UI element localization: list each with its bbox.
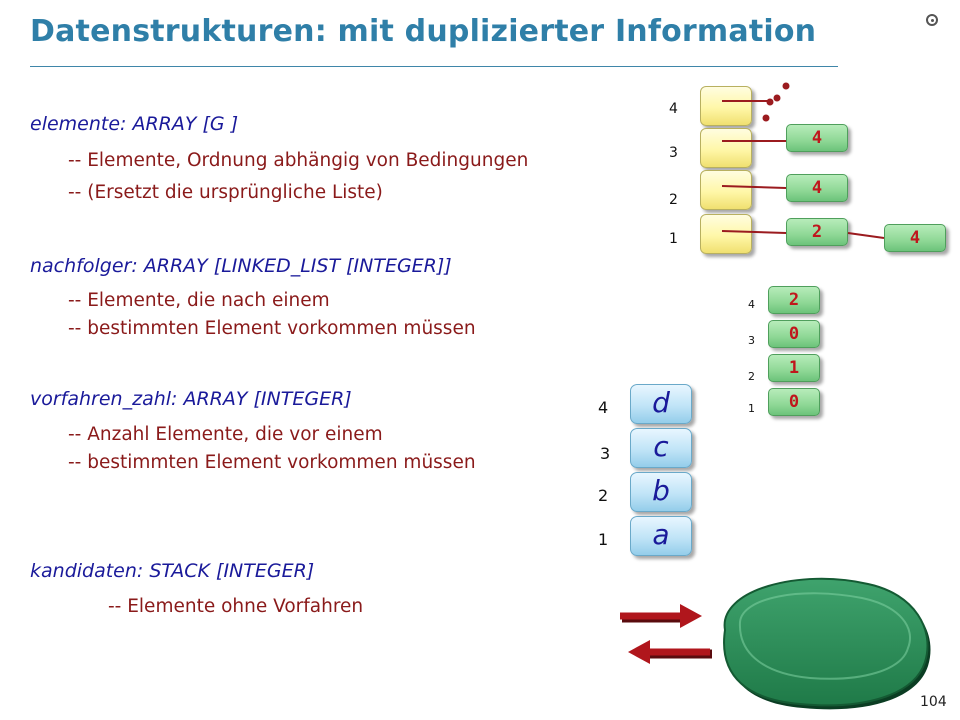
vorfahren-index-4: 4 — [748, 298, 755, 311]
void-dot-2 — [773, 94, 781, 102]
vorfahren-cell-1: 0 — [768, 388, 820, 416]
nachfolger-index-1: 1 — [669, 231, 678, 247]
stack-blob — [723, 577, 929, 707]
vorfahren-zahl-comment-2: -- bestimmten Element vorkommen müssen — [68, 452, 476, 473]
vorfahren-index-2: 2 — [748, 370, 755, 383]
nachfolger-index-3: 3 — [669, 145, 678, 161]
push-arrow-head-icon — [680, 604, 702, 628]
void-dot-4 — [762, 114, 770, 122]
nachfolger-index-2: 2 — [669, 192, 678, 208]
nachfolger-cell-4 — [700, 86, 752, 126]
pointer-line-1 — [721, 230, 787, 234]
vorfahren-cell-4: 2 — [768, 286, 820, 314]
nachfolger-cell-1 — [700, 214, 752, 254]
pointer-line-list — [847, 232, 885, 239]
elemente-index-2: 2 — [598, 486, 609, 505]
nachfolger-list-1-node-1: 2 — [786, 218, 848, 246]
nachfolger-comment-2: -- bestimmten Element vorkommen müssen — [68, 318, 476, 339]
elemente-comment-2: -- (Ersetzt die ursprüngliche Liste) — [68, 182, 383, 203]
nachfolger-comment-1: -- Elemente, die nach einem — [68, 290, 330, 311]
kandidaten-comment-1: -- Elemente ohne Vorfahren — [108, 596, 364, 617]
elemente-cell-2: b — [630, 472, 692, 512]
vorfahren-index-1: 1 — [748, 402, 755, 415]
nachfolger-index-4: 4 — [669, 101, 678, 117]
elemente-comment-1: -- Elemente, Ordnung abhängig von Beding… — [68, 150, 529, 171]
vorfahren-zahl-comment-1: -- Anzahl Elemente, die vor einem — [68, 424, 383, 445]
title-underline — [30, 66, 838, 67]
elemente-cell-4: d — [630, 384, 692, 424]
nachfolger-declaration: nachfolger: ARRAY [LINKED_LIST [INTEGER]… — [30, 255, 452, 277]
pop-arrow-head-icon — [628, 640, 650, 664]
slide-title: Datenstrukturen: mit duplizierter Inform… — [30, 14, 817, 49]
elemente-cell-1: a — [630, 516, 692, 556]
elemente-cell-3: c — [630, 428, 692, 468]
nachfolger-list-1-node-2: 4 — [884, 224, 946, 252]
pointer-line-2 — [721, 185, 787, 189]
elemente-index-1: 1 — [598, 530, 609, 549]
page-number: 104 — [920, 694, 947, 710]
void-dot-3 — [782, 82, 790, 90]
elemente-declaration: elemente: ARRAY [G ] — [30, 113, 239, 135]
elemente-index-3: 3 — [600, 444, 611, 463]
nachfolger-cell-2 — [700, 170, 752, 210]
navigation-dot-icon[interactable] — [926, 14, 938, 26]
nachfolger-list-2-node: 4 — [786, 174, 848, 202]
nachfolger-cell-3 — [700, 128, 752, 168]
vorfahren-cell-2: 1 — [768, 354, 820, 382]
kandidaten-declaration: kandidaten: STACK [INTEGER] — [30, 560, 315, 582]
stack-highlight — [738, 592, 911, 680]
vorfahren-index-3: 3 — [748, 334, 755, 347]
vorfahren-cell-3: 0 — [768, 320, 820, 348]
elemente-index-4: 4 — [598, 398, 609, 417]
void-dot-1 — [766, 98, 774, 106]
stack-illustration — [620, 577, 931, 710]
nachfolger-list-3-node: 4 — [786, 124, 848, 152]
vorfahren-zahl-declaration: vorfahren_zahl: ARRAY [INTEGER] — [30, 388, 352, 410]
